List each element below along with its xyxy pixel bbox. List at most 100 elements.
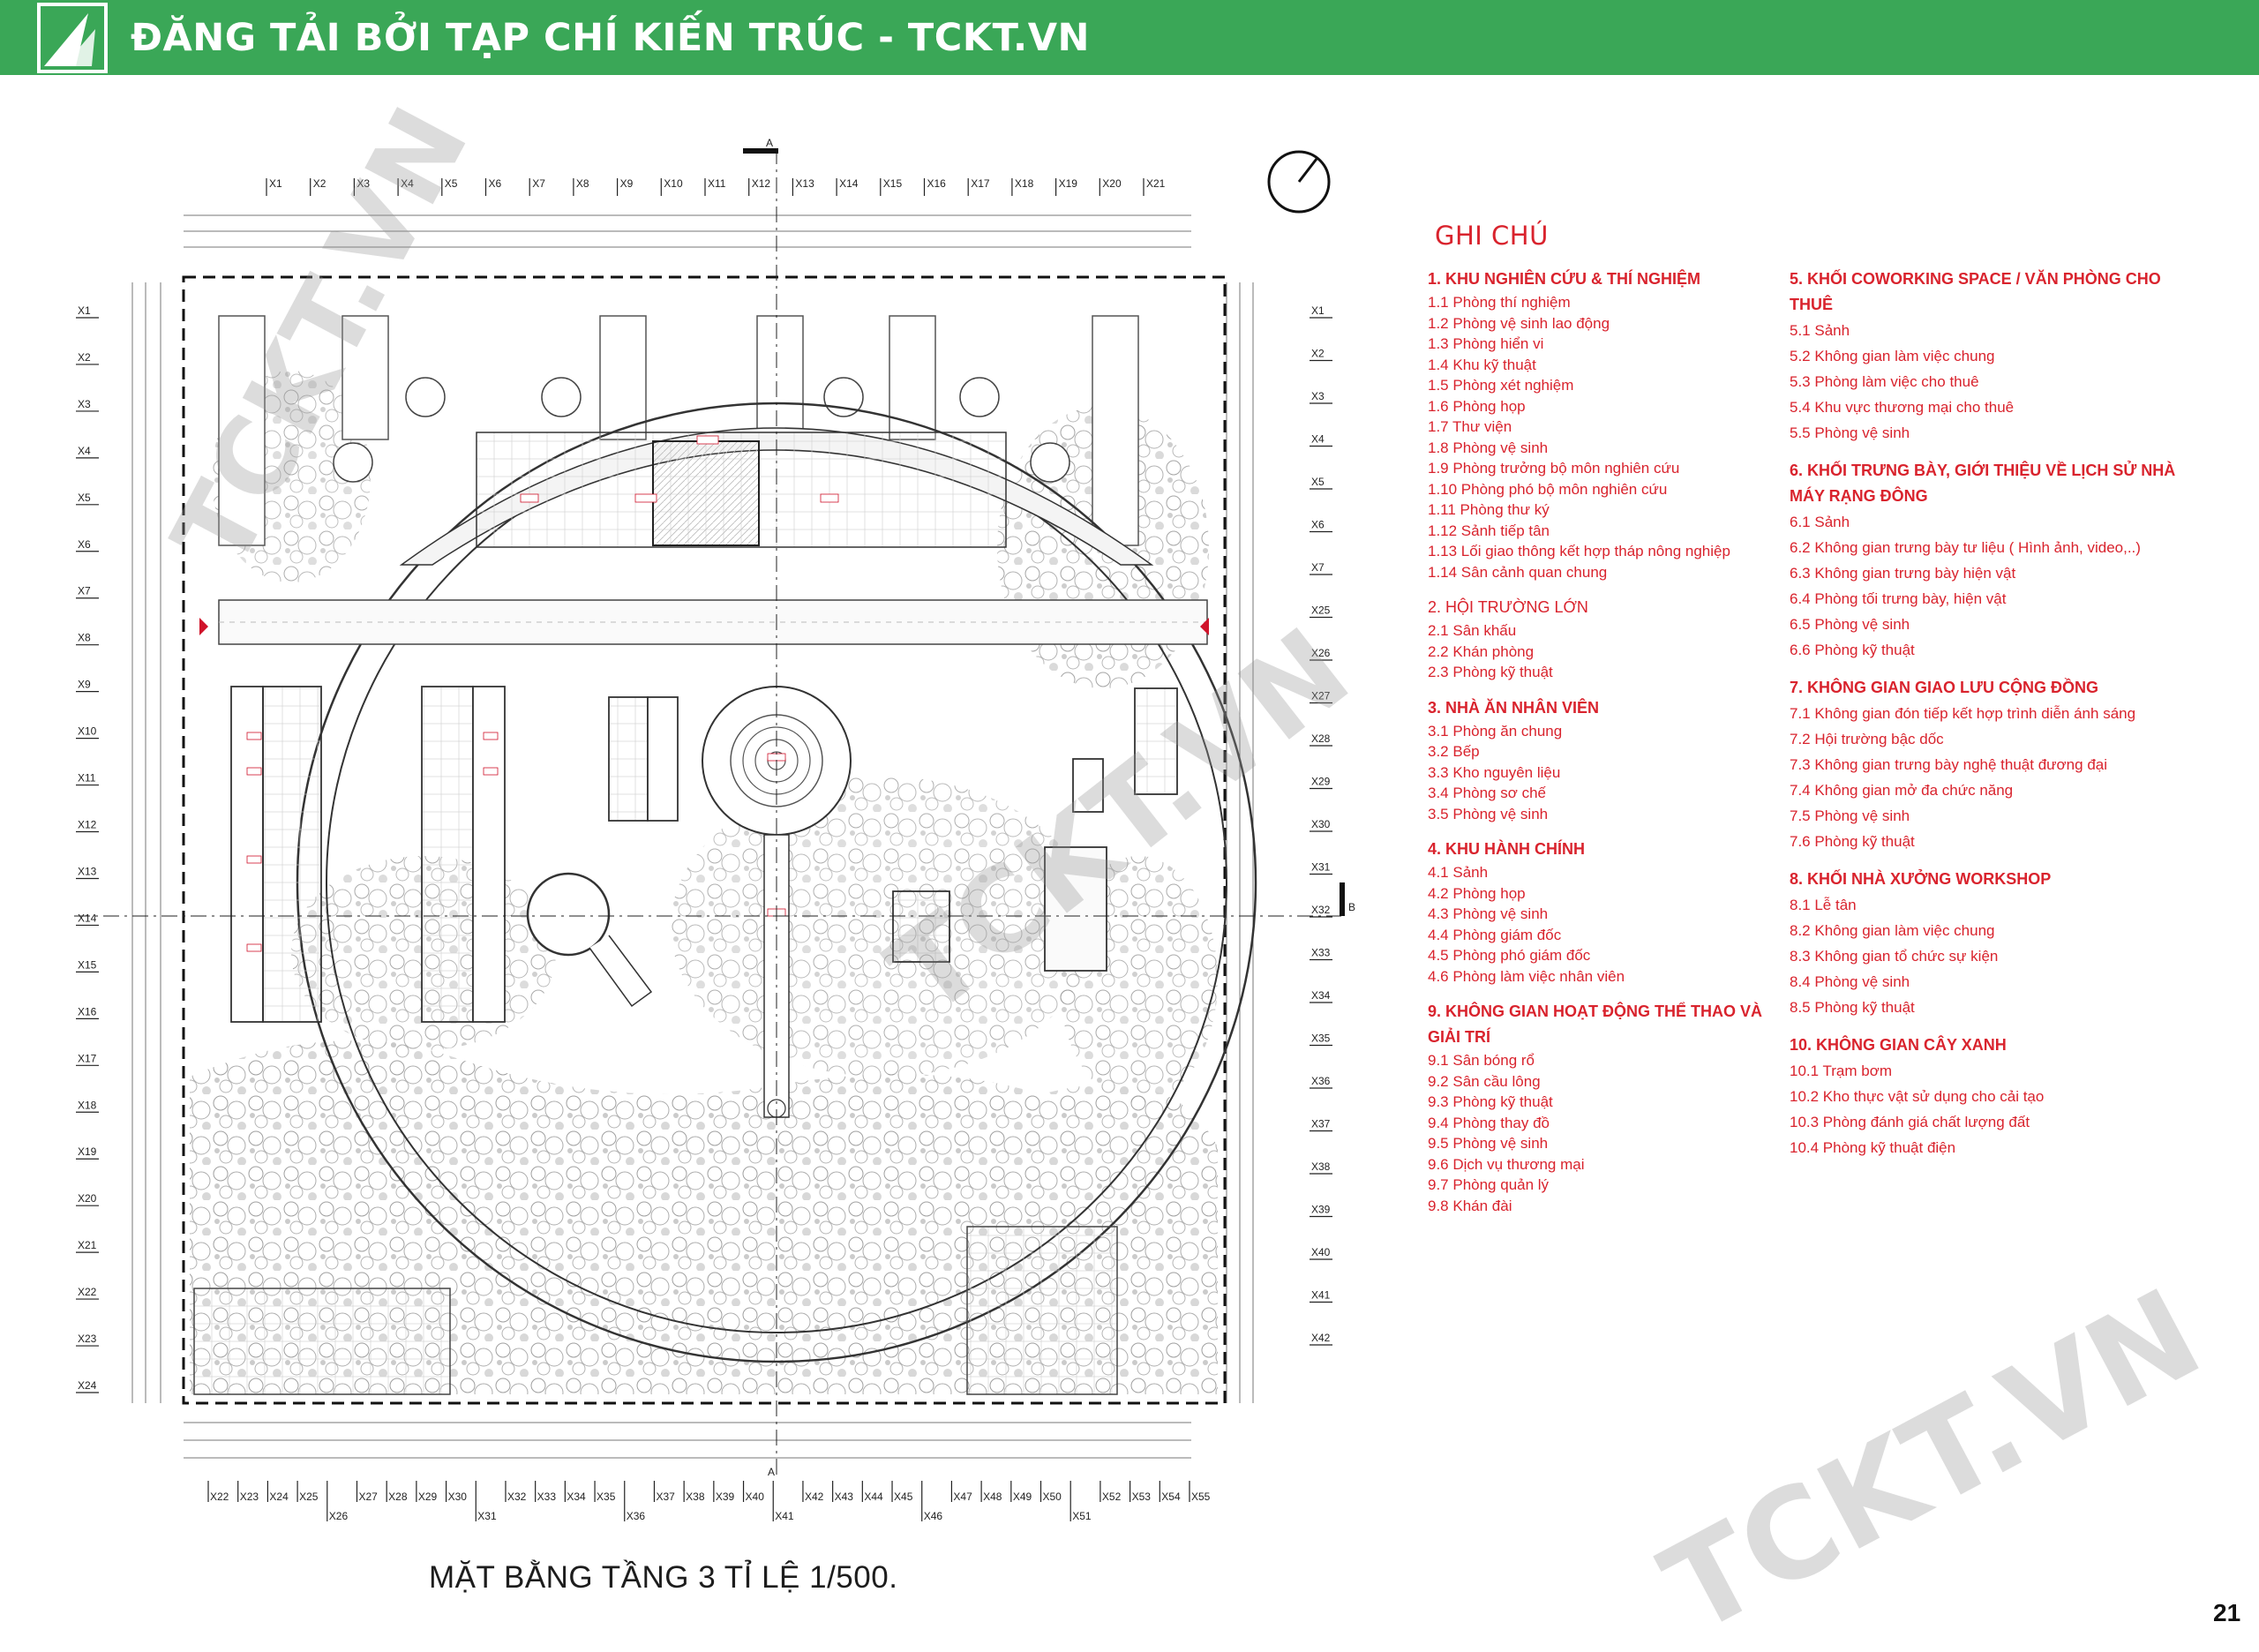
legend-item: 2.2 Khán phòng bbox=[1428, 642, 1535, 660]
axis-label: X22 bbox=[78, 1286, 97, 1298]
axis-label: X31 bbox=[1311, 861, 1331, 874]
axis-label: X1 bbox=[78, 304, 91, 317]
axis-label: X54 bbox=[1161, 1491, 1181, 1503]
dimension-lines-left bbox=[131, 282, 161, 1403]
pavilion bbox=[526, 872, 611, 957]
axis-label: X21 bbox=[78, 1239, 97, 1251]
axis-label: X25 bbox=[1311, 604, 1331, 617]
legend-item: 10.3 Phòng đánh giá chất lượng đất bbox=[1790, 1114, 2030, 1130]
axis-label: X16 bbox=[78, 1005, 97, 1017]
entrance-arrow-right bbox=[1200, 618, 1209, 635]
axis-label: X27 bbox=[1311, 690, 1331, 702]
legend-item: 6.4 Phòng tối trưng bày, hiện vật bbox=[1790, 590, 2007, 607]
axis-label: X10 bbox=[664, 177, 683, 190]
legend-item: 5.5 Phòng vệ sinh bbox=[1790, 424, 1910, 441]
legend-item: 1.9 Phòng trưởng bộ môn nghiên cứu bbox=[1428, 460, 1680, 477]
axis-label: X13 bbox=[78, 865, 97, 877]
axis-label: X24 bbox=[269, 1491, 289, 1503]
axis-label: X26 bbox=[329, 1510, 349, 1522]
legend-item: 1.3 Phòng hiển vi bbox=[1428, 335, 1544, 352]
legend-item: 5.4 Khu vực thương mại cho thuê bbox=[1790, 399, 2015, 416]
axis-label: X30 bbox=[448, 1491, 468, 1503]
axis-label: X19 bbox=[78, 1145, 97, 1158]
axis-label: X6 bbox=[78, 538, 91, 551]
axis-label: X11 bbox=[708, 177, 726, 190]
legend-column-1: 1. KHU NGHIÊN CỨU & THÍ NGHIỆM 1.1 Phòng … bbox=[1428, 267, 1798, 1228]
axis-label: X37 bbox=[656, 1491, 675, 1503]
axis-label: X8 bbox=[576, 177, 589, 190]
legend-item: 9.5 Phòng vệ sinh bbox=[1428, 1135, 1549, 1152]
axis-label: X35 bbox=[597, 1491, 616, 1503]
axis-label: X17 bbox=[971, 177, 990, 190]
legend-item: 3.3 Kho nguyên liệu bbox=[1428, 763, 1561, 781]
legend-item: 6.2 Không gian trưng bày tư liệu ( Hình … bbox=[1790, 539, 2141, 556]
legend-item: 2.3 Phòng kỹ thuật bbox=[1428, 664, 1553, 680]
axis-label: X6 bbox=[1311, 519, 1325, 531]
axis-label: X42 bbox=[1311, 1332, 1331, 1344]
banner-title: ĐĂNG TẢI BỞI TẠP CHÍ KIẾN TRÚC - TCKT.VN bbox=[131, 15, 1091, 60]
dimension-lines-top bbox=[184, 214, 1191, 248]
entrance-arrow-left bbox=[199, 618, 208, 635]
legend-item: 1.1 Phòng thí nghiệm bbox=[1428, 294, 1571, 311]
legend-item: 7.1 Không gian đón tiếp kết hợp trình di… bbox=[1790, 705, 2136, 722]
axis-label: X2 bbox=[313, 177, 326, 190]
axis-label: X3 bbox=[1311, 390, 1325, 402]
axis-label: X22 bbox=[210, 1491, 229, 1503]
axis-label: X5 bbox=[445, 177, 458, 190]
legend-item: 1.2 Phòng vệ sinh lao động bbox=[1428, 314, 1610, 332]
legend-item: 1.11 Phòng thư ký bbox=[1428, 501, 1550, 518]
legend-item: 6.1 Sảnh bbox=[1790, 514, 1850, 530]
legend-item: 9.3 Phòng kỹ thuật bbox=[1428, 1093, 1553, 1110]
axis-label: X19 bbox=[1059, 177, 1078, 190]
legend-heading: 1. KHU NGHIÊN CỨU & THÍ NGHIỆM bbox=[1428, 270, 1700, 288]
axis-label: X51 bbox=[1072, 1510, 1092, 1522]
axis-label: X9 bbox=[78, 679, 91, 691]
axis-label: X1 bbox=[269, 177, 282, 190]
legend-title: GHI CHÚ bbox=[1435, 221, 1549, 251]
legend-item: 9.8 Khán đài bbox=[1428, 1197, 1512, 1214]
legend-item: 10.4 Phòng kỹ thuật điện bbox=[1790, 1139, 1956, 1156]
legend-heading: 4. KHU HÀNH CHÍNH bbox=[1428, 840, 1586, 858]
legend-item: 4.1 Sảnh bbox=[1428, 864, 1489, 881]
legend-item: 7.6 Phòng kỹ thuật bbox=[1790, 833, 1915, 850]
legend-item: 7.3 Không gian trưng bày nghệ thuật đươn… bbox=[1790, 756, 2108, 773]
axis-label: X41 bbox=[775, 1510, 794, 1522]
legend-heading: 10. KHÔNG GIAN CÂY XANH bbox=[1790, 1036, 2007, 1054]
axis-label: X27 bbox=[358, 1491, 378, 1503]
axis-label: X11 bbox=[78, 772, 96, 785]
legend-item: 4.6 Phòng làm việc nhân viên bbox=[1428, 967, 1625, 985]
legend-section: 9. KHÔNG GIAN HOẠT ĐỘNG THỂ THAO VÀ GIẢI… bbox=[1428, 999, 1798, 1216]
legend-item: 8.5 Phòng kỹ thuật bbox=[1790, 999, 1915, 1016]
legend-item: 8.1 Lễ tân bbox=[1790, 897, 1857, 913]
axis-label: X34 bbox=[1311, 989, 1331, 1002]
axis-label: X34 bbox=[567, 1491, 586, 1503]
axis-label: X3 bbox=[78, 398, 91, 410]
legend-item: 9.7 Phòng quản lý bbox=[1428, 1176, 1550, 1193]
legend-heading: 9. KHÔNG GIAN HOẠT ĐỘNG THỂ THAO VÀ GIẢI… bbox=[1428, 1002, 1763, 1046]
legend-column-2: 5. KHỐI COWORKING SPACE / VĂN PHÒNG CHO … bbox=[1790, 267, 2204, 1173]
legend-item: 3.2 Bếp bbox=[1428, 743, 1480, 760]
legend-item: 9.1 Sân bóng rổ bbox=[1428, 1052, 1535, 1069]
legend-item: 1.4 Khu kỹ thuật bbox=[1428, 356, 1536, 373]
axis-label: X39 bbox=[716, 1491, 735, 1503]
sport-field bbox=[193, 1288, 451, 1395]
legend-item: 1.12 Sảnh tiếp tân bbox=[1428, 522, 1550, 539]
left-blocks bbox=[230, 686, 679, 1023]
axis-label: X53 bbox=[1132, 1491, 1152, 1503]
axis-label: X7 bbox=[78, 585, 91, 597]
axis-label: X49 bbox=[1013, 1491, 1032, 1503]
axis-label: X17 bbox=[78, 1052, 97, 1064]
legend-item: 5.1 Sảnh bbox=[1790, 322, 1850, 339]
axis-label: X16 bbox=[927, 177, 947, 190]
axis-label: X55 bbox=[1191, 1491, 1211, 1503]
axis-label: X40 bbox=[746, 1491, 765, 1503]
legend-item: 4.5 Phòng phó giám đốc bbox=[1428, 947, 1591, 964]
horizontal-spine bbox=[218, 599, 1208, 645]
axis-labels-right: X1X2X3X4X5X6X7X25X26X27X28X29X30X31X32X3… bbox=[1310, 304, 1332, 1346]
legend-item: 1.6 Phòng họp bbox=[1428, 397, 1526, 415]
axis-label: X2 bbox=[1311, 348, 1325, 360]
axis-label: X7 bbox=[1311, 561, 1325, 574]
axis-label: X35 bbox=[1311, 1032, 1331, 1045]
